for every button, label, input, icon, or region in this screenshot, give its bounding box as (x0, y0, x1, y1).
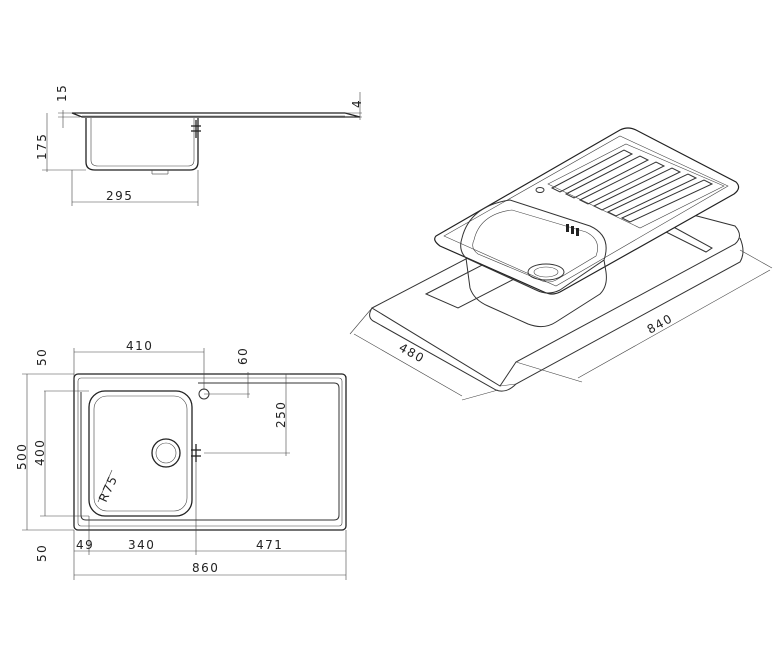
dim-r75: R75 (96, 473, 121, 504)
sink-outline (73, 373, 347, 531)
side-view: 15 175 295 4 (35, 84, 364, 206)
iso-view: 840 480 (349, 127, 773, 401)
drainer-area (80, 382, 340, 521)
dim-15: 15 (55, 84, 69, 102)
top-view: R75 410 60 250 50 500 400 50 (15, 339, 347, 580)
iso-drainer-grooves (547, 143, 725, 229)
dim-471: 471 (256, 538, 283, 552)
dim-175: 175 (35, 133, 49, 160)
dim-49: 49 (76, 538, 94, 552)
bowl-outline (88, 390, 193, 517)
dim-4: 4 (350, 99, 364, 108)
iso-drain (527, 263, 565, 281)
side-top-plate (71, 112, 361, 118)
countertop (370, 189, 740, 387)
iso-sink-plate (434, 127, 740, 295)
dim-480: 480 (397, 340, 428, 366)
dim-60: 60 (236, 347, 250, 365)
dim-840: 840 (645, 311, 676, 337)
iso-tap-hole (535, 187, 545, 193)
dim-50-bottom: 50 (35, 544, 49, 562)
dim-410: 410 (126, 339, 153, 353)
side-bowl (85, 118, 199, 171)
iso-bowl-body (465, 257, 607, 328)
dim-400: 400 (33, 439, 47, 466)
dim-860: 860 (192, 561, 219, 575)
dim-295: 295 (106, 189, 133, 203)
drain (151, 438, 181, 468)
dim-340: 340 (128, 538, 155, 552)
dim-250: 250 (274, 401, 288, 428)
dim-500: 500 (15, 443, 29, 470)
dim-50-top: 50 (35, 348, 49, 366)
